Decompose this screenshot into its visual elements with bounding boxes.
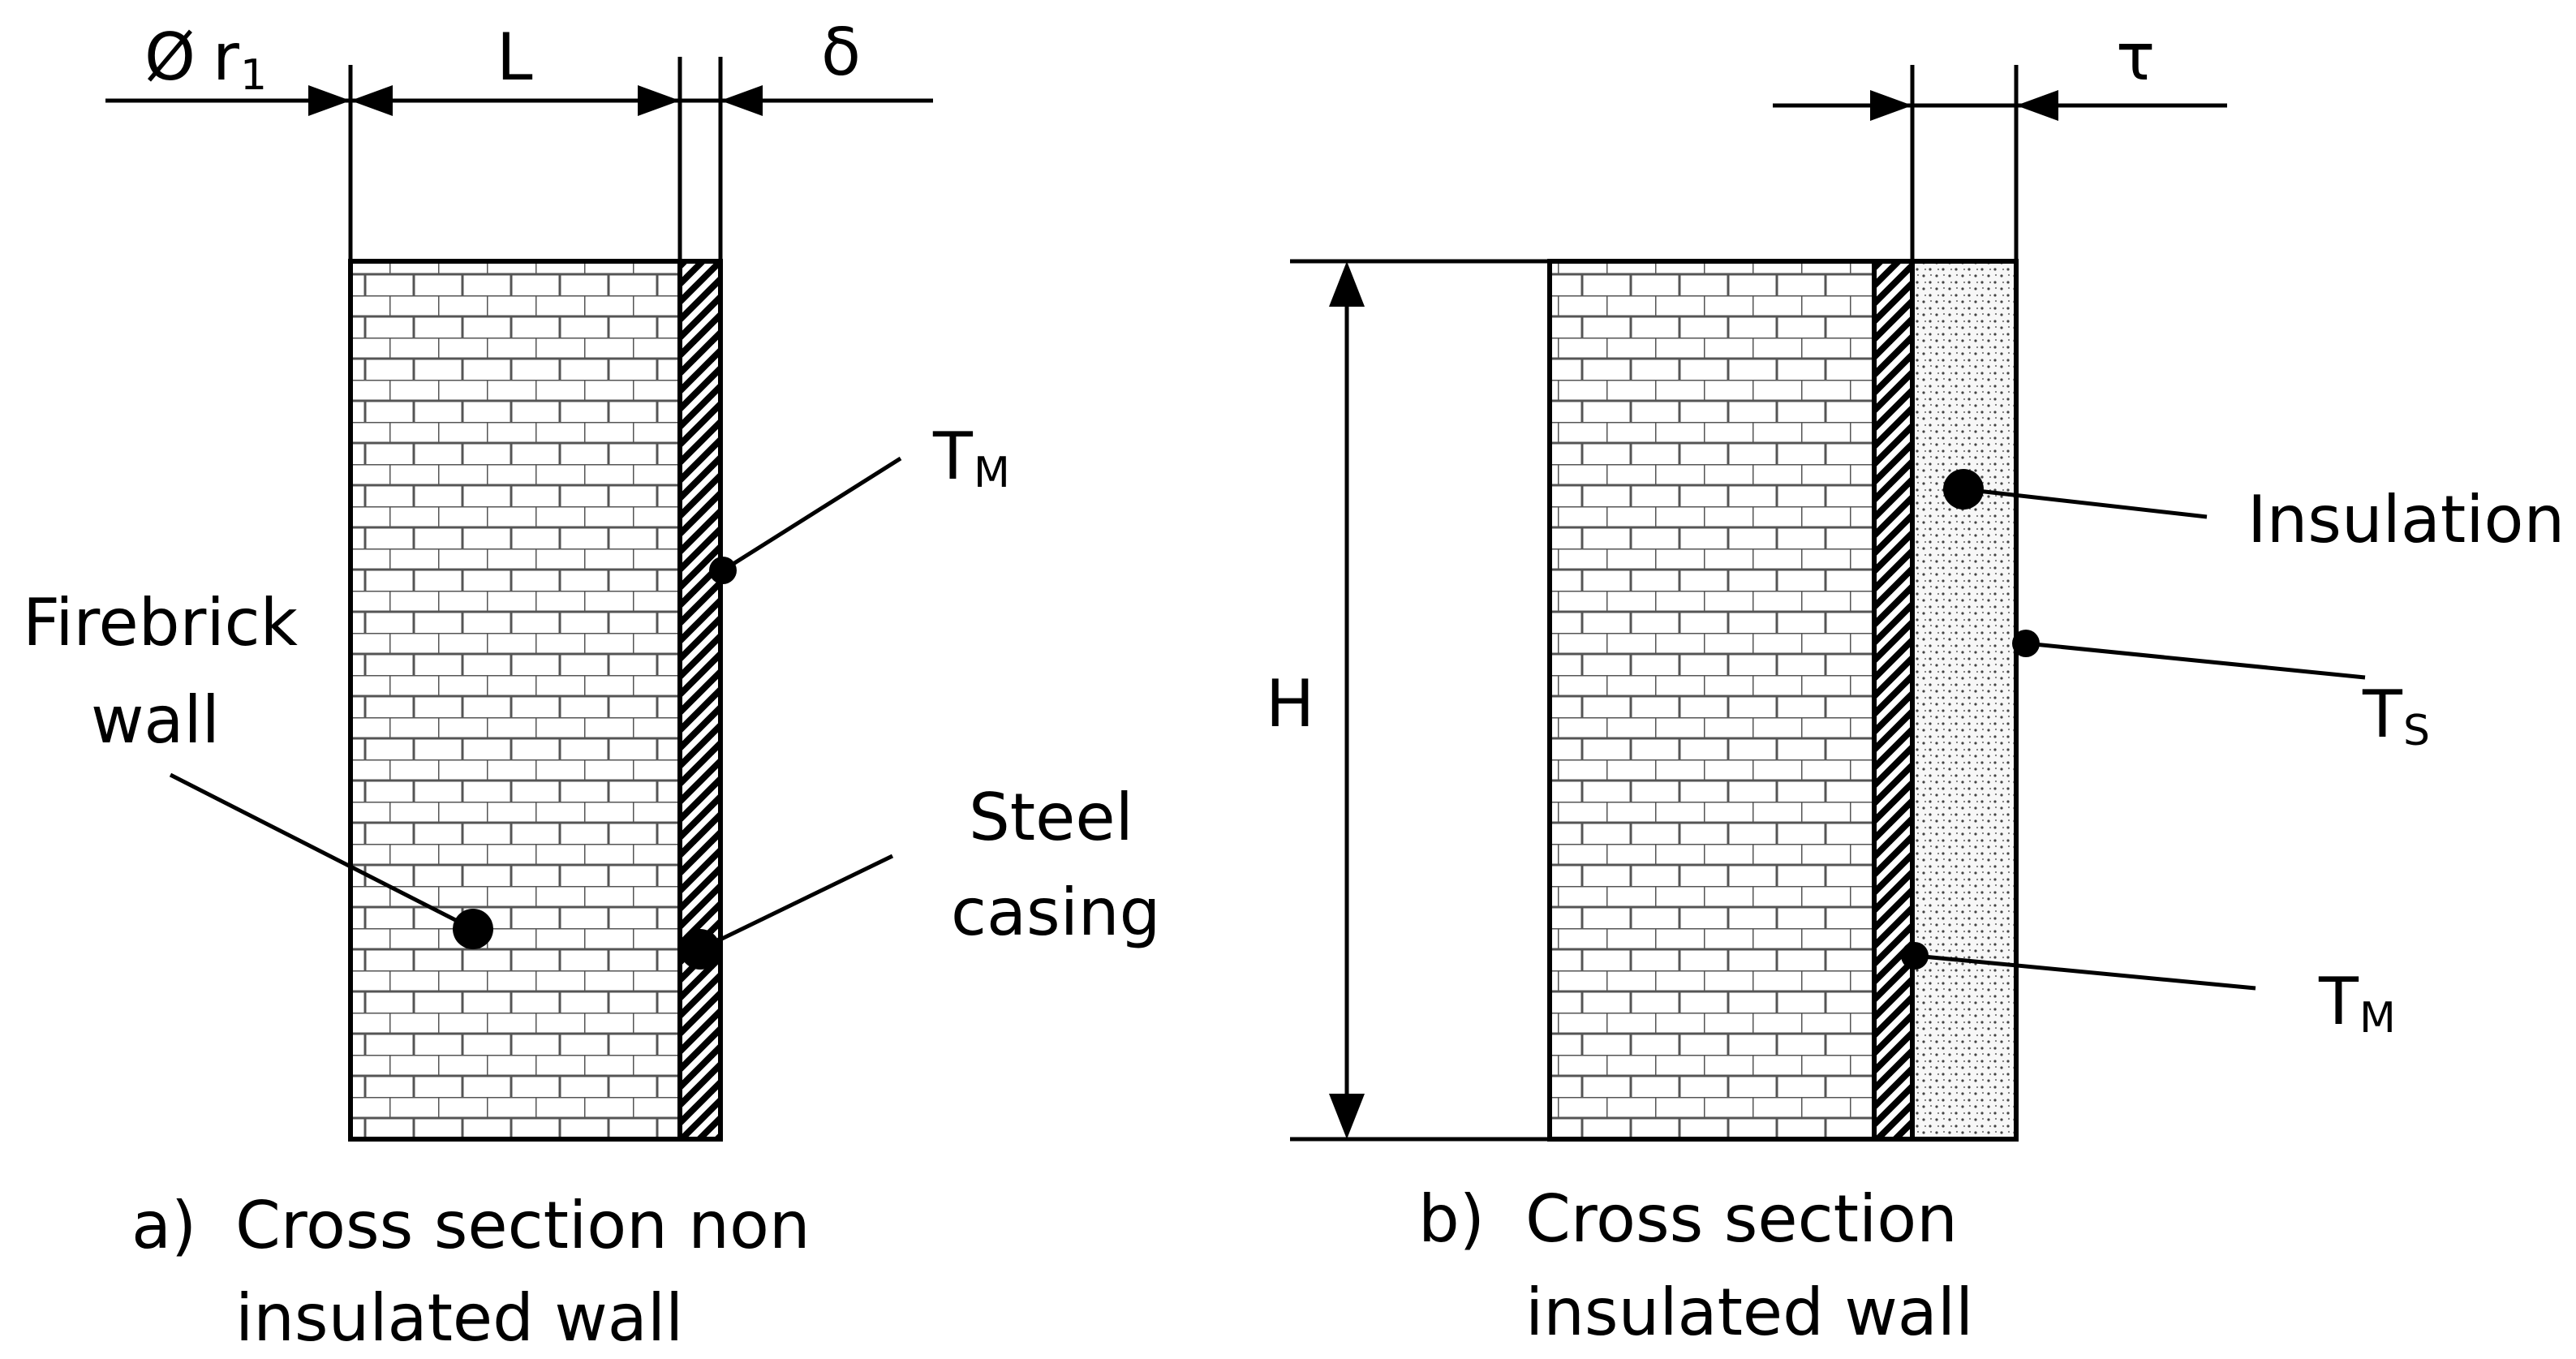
insulation-label: Insulation — [2247, 482, 2565, 557]
arrowhead — [308, 85, 350, 116]
tm-leader-b — [1914, 953, 2256, 991]
tm-leader-a — [721, 456, 902, 573]
dim-r1-sub: 1 — [240, 51, 267, 100]
dim-L: L — [497, 19, 533, 95]
dim-delta: δ — [821, 15, 861, 90]
steel-label-line1: Steel — [969, 780, 1133, 855]
insulation-leader — [1963, 487, 2208, 519]
firebrick-wall-a — [348, 259, 682, 1142]
panel-b: τ H Insulation T S T M b) Cross section … — [1266, 19, 2565, 1350]
insulation-point — [1943, 469, 1984, 510]
caption-b-line1: Cross section — [1525, 1181, 1958, 1257]
arrowhead — [1870, 90, 1912, 121]
caption-a-line1: Cross section non — [235, 1188, 811, 1263]
arrowhead — [638, 85, 680, 116]
tm-point-a — [709, 557, 737, 584]
ts-sub: S — [2403, 707, 2430, 755]
dim-r1-symbol: Ø — [144, 19, 196, 95]
arrowhead — [1329, 1094, 1365, 1139]
dim-r1-var: r — [213, 19, 239, 95]
arrowhead — [720, 85, 763, 116]
ts-label: T — [2362, 677, 2403, 752]
steel-casing-b — [1872, 259, 1915, 1142]
firebrick-leader — [169, 772, 475, 931]
firebrick-label-line1: Firebrick — [23, 585, 299, 660]
steel-leader — [699, 854, 894, 952]
arrowhead — [2016, 90, 2058, 121]
tm-sub-b: M — [2359, 994, 2396, 1043]
tm-point-b — [1901, 942, 1929, 970]
firebrick-label-line2: wall — [91, 682, 220, 758]
firebrick-point — [453, 909, 493, 949]
tm-sub-a: M — [974, 449, 1010, 497]
caption-a-marker: a) — [131, 1188, 196, 1263]
steel-point — [680, 929, 720, 970]
caption-a-line2: insulated wall — [235, 1280, 683, 1356]
ts-leader — [2025, 641, 2366, 680]
insulation-layer — [1910, 259, 2019, 1142]
panel-a: Ø r 1 L δ T M Firebrick wall Steel casin… — [23, 15, 1160, 1356]
dim-tau: τ — [2116, 19, 2155, 95]
firebrick-wall-b — [1547, 259, 1877, 1142]
caption-b-line2: insulated wall — [1525, 1275, 1973, 1350]
arrowhead — [350, 85, 393, 116]
ts-point — [2012, 630, 2040, 657]
dim-H: H — [1266, 666, 1314, 742]
steel-label-line2: casing — [951, 875, 1160, 950]
tm-label-b: T — [2318, 964, 2359, 1039]
tm-label-a: T — [932, 419, 974, 494]
steel-casing-a — [677, 259, 723, 1142]
arrowhead — [1329, 261, 1365, 307]
caption-b-marker: b) — [1418, 1181, 1485, 1257]
